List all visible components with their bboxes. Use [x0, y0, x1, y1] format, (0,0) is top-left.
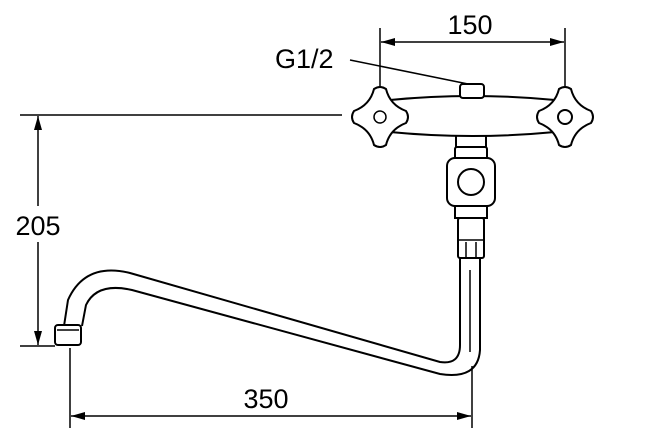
mixer-body	[389, 83, 556, 137]
valve-body	[446, 131, 496, 259]
right-handle	[536, 86, 594, 148]
dimension-label-350: 350	[243, 384, 288, 414]
dimension-150: 150	[379, 10, 566, 88]
spout	[54, 258, 481, 376]
aerator-nozzle	[54, 324, 82, 346]
dimension-label-205: 205	[15, 211, 60, 241]
dimension-label-150: 150	[447, 10, 492, 40]
left-handle	[351, 86, 409, 148]
dimension-350: 350	[69, 348, 473, 428]
thread-label: G1/2	[275, 44, 334, 74]
thread-callout: G1/2	[275, 44, 469, 85]
dimension-205: 205	[4, 114, 342, 347]
